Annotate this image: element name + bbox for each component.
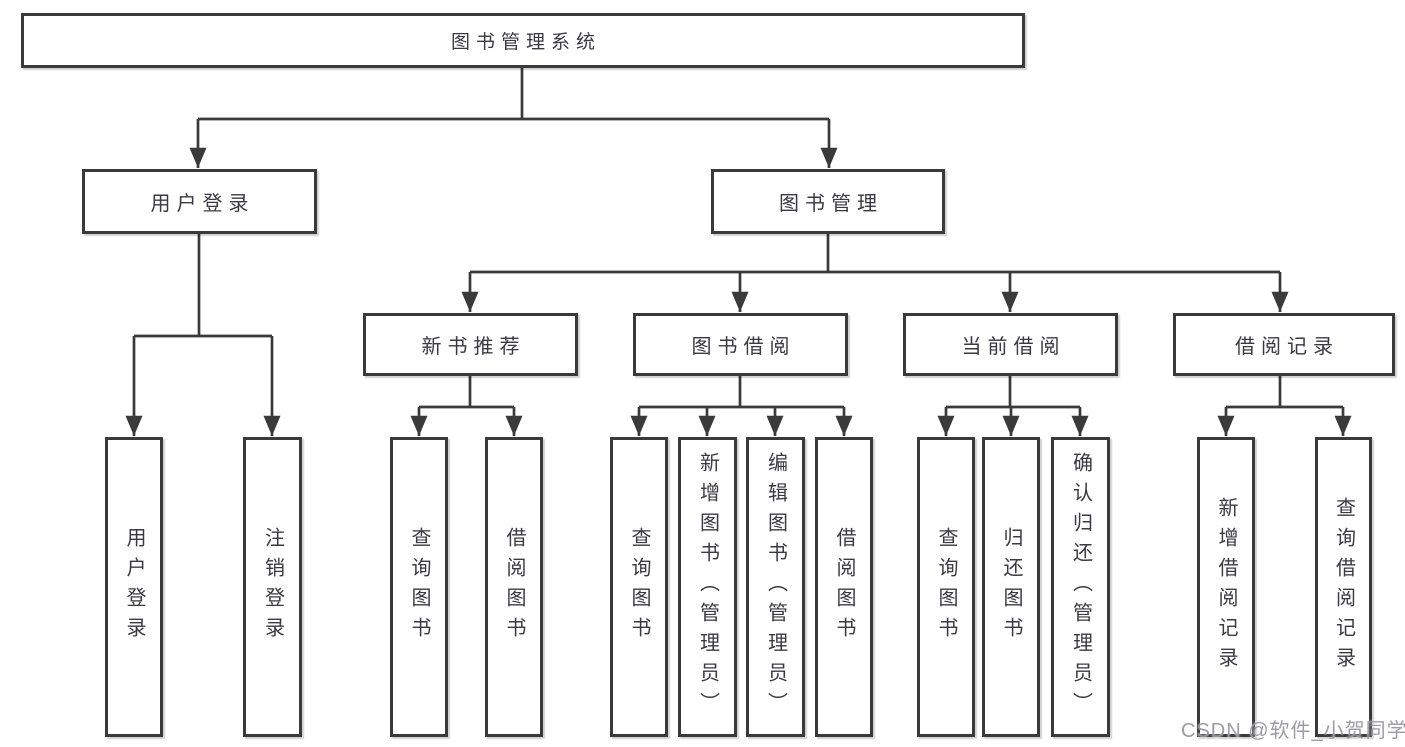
node-borrowing-records: 借阅记录: [1173, 313, 1395, 376]
node-label: 编辑图书（管理员）: [764, 452, 787, 722]
node-leaf-user-login: 用户登录: [105, 437, 163, 737]
node-label: 用户登录: [123, 527, 145, 647]
node-confirm-return-admin: 确认归还（管理员）: [1051, 437, 1110, 737]
node-label: 归还图书: [1000, 527, 1022, 647]
node-add-books-admin: 新增图书（管理员）: [678, 437, 737, 737]
node-label: 借阅图书: [503, 527, 525, 647]
node-query-books-current: 查询图书: [917, 437, 975, 737]
node-label: 借阅图书: [833, 527, 855, 647]
node-leaf-logout: 注销登录: [243, 437, 302, 737]
node-label: 借阅记录: [1235, 336, 1339, 358]
node-book-management: 图书管理: [711, 169, 945, 234]
node-query-books-recommend: 查询图书: [390, 437, 448, 737]
node-user-login: 用户登录: [82, 169, 317, 234]
node-label: 当前借阅: [961, 336, 1066, 358]
node-label: 查询图书: [935, 527, 957, 647]
node-label: 新增借阅记录: [1215, 497, 1237, 677]
node-borrow-books-borrowing: 借阅图书: [815, 437, 873, 737]
node-label: 查询图书: [408, 527, 430, 647]
node-edit-books-admin: 编辑图书（管理员）: [746, 437, 805, 737]
node-add-borrow-record: 新增借阅记录: [1197, 437, 1255, 737]
node-label: 新增图书（管理员）: [696, 452, 719, 722]
node-query-books-borrowing: 查询图书: [610, 437, 668, 737]
node-label: 查询借阅记录: [1332, 497, 1355, 677]
node-label: 新书推荐: [421, 336, 526, 358]
node-current-borrowing: 当前借阅: [903, 313, 1118, 376]
node-library-management-system: 图书管理系统: [21, 13, 1025, 68]
node-label: 图书管理系统: [450, 32, 601, 53]
node-label: 查询图书: [628, 527, 650, 647]
node-label: 用户登录: [150, 193, 255, 215]
node-label: 图书借阅: [691, 336, 796, 358]
node-new-book-recommend: 新书推荐: [363, 313, 578, 376]
node-label: 图书管理: [779, 193, 883, 215]
node-book-borrowing: 图书借阅: [633, 313, 848, 376]
node-label: 注销登录: [261, 527, 284, 647]
node-query-borrow-record: 查询借阅记录: [1315, 437, 1372, 737]
csdn-watermark: CSDN @软件_小贺同学: [1181, 720, 1405, 742]
node-label: 确认归还（管理员）: [1069, 452, 1092, 722]
node-return-books: 归还图书: [982, 437, 1040, 737]
node-borrow-books-recommend: 借阅图书: [485, 437, 543, 737]
